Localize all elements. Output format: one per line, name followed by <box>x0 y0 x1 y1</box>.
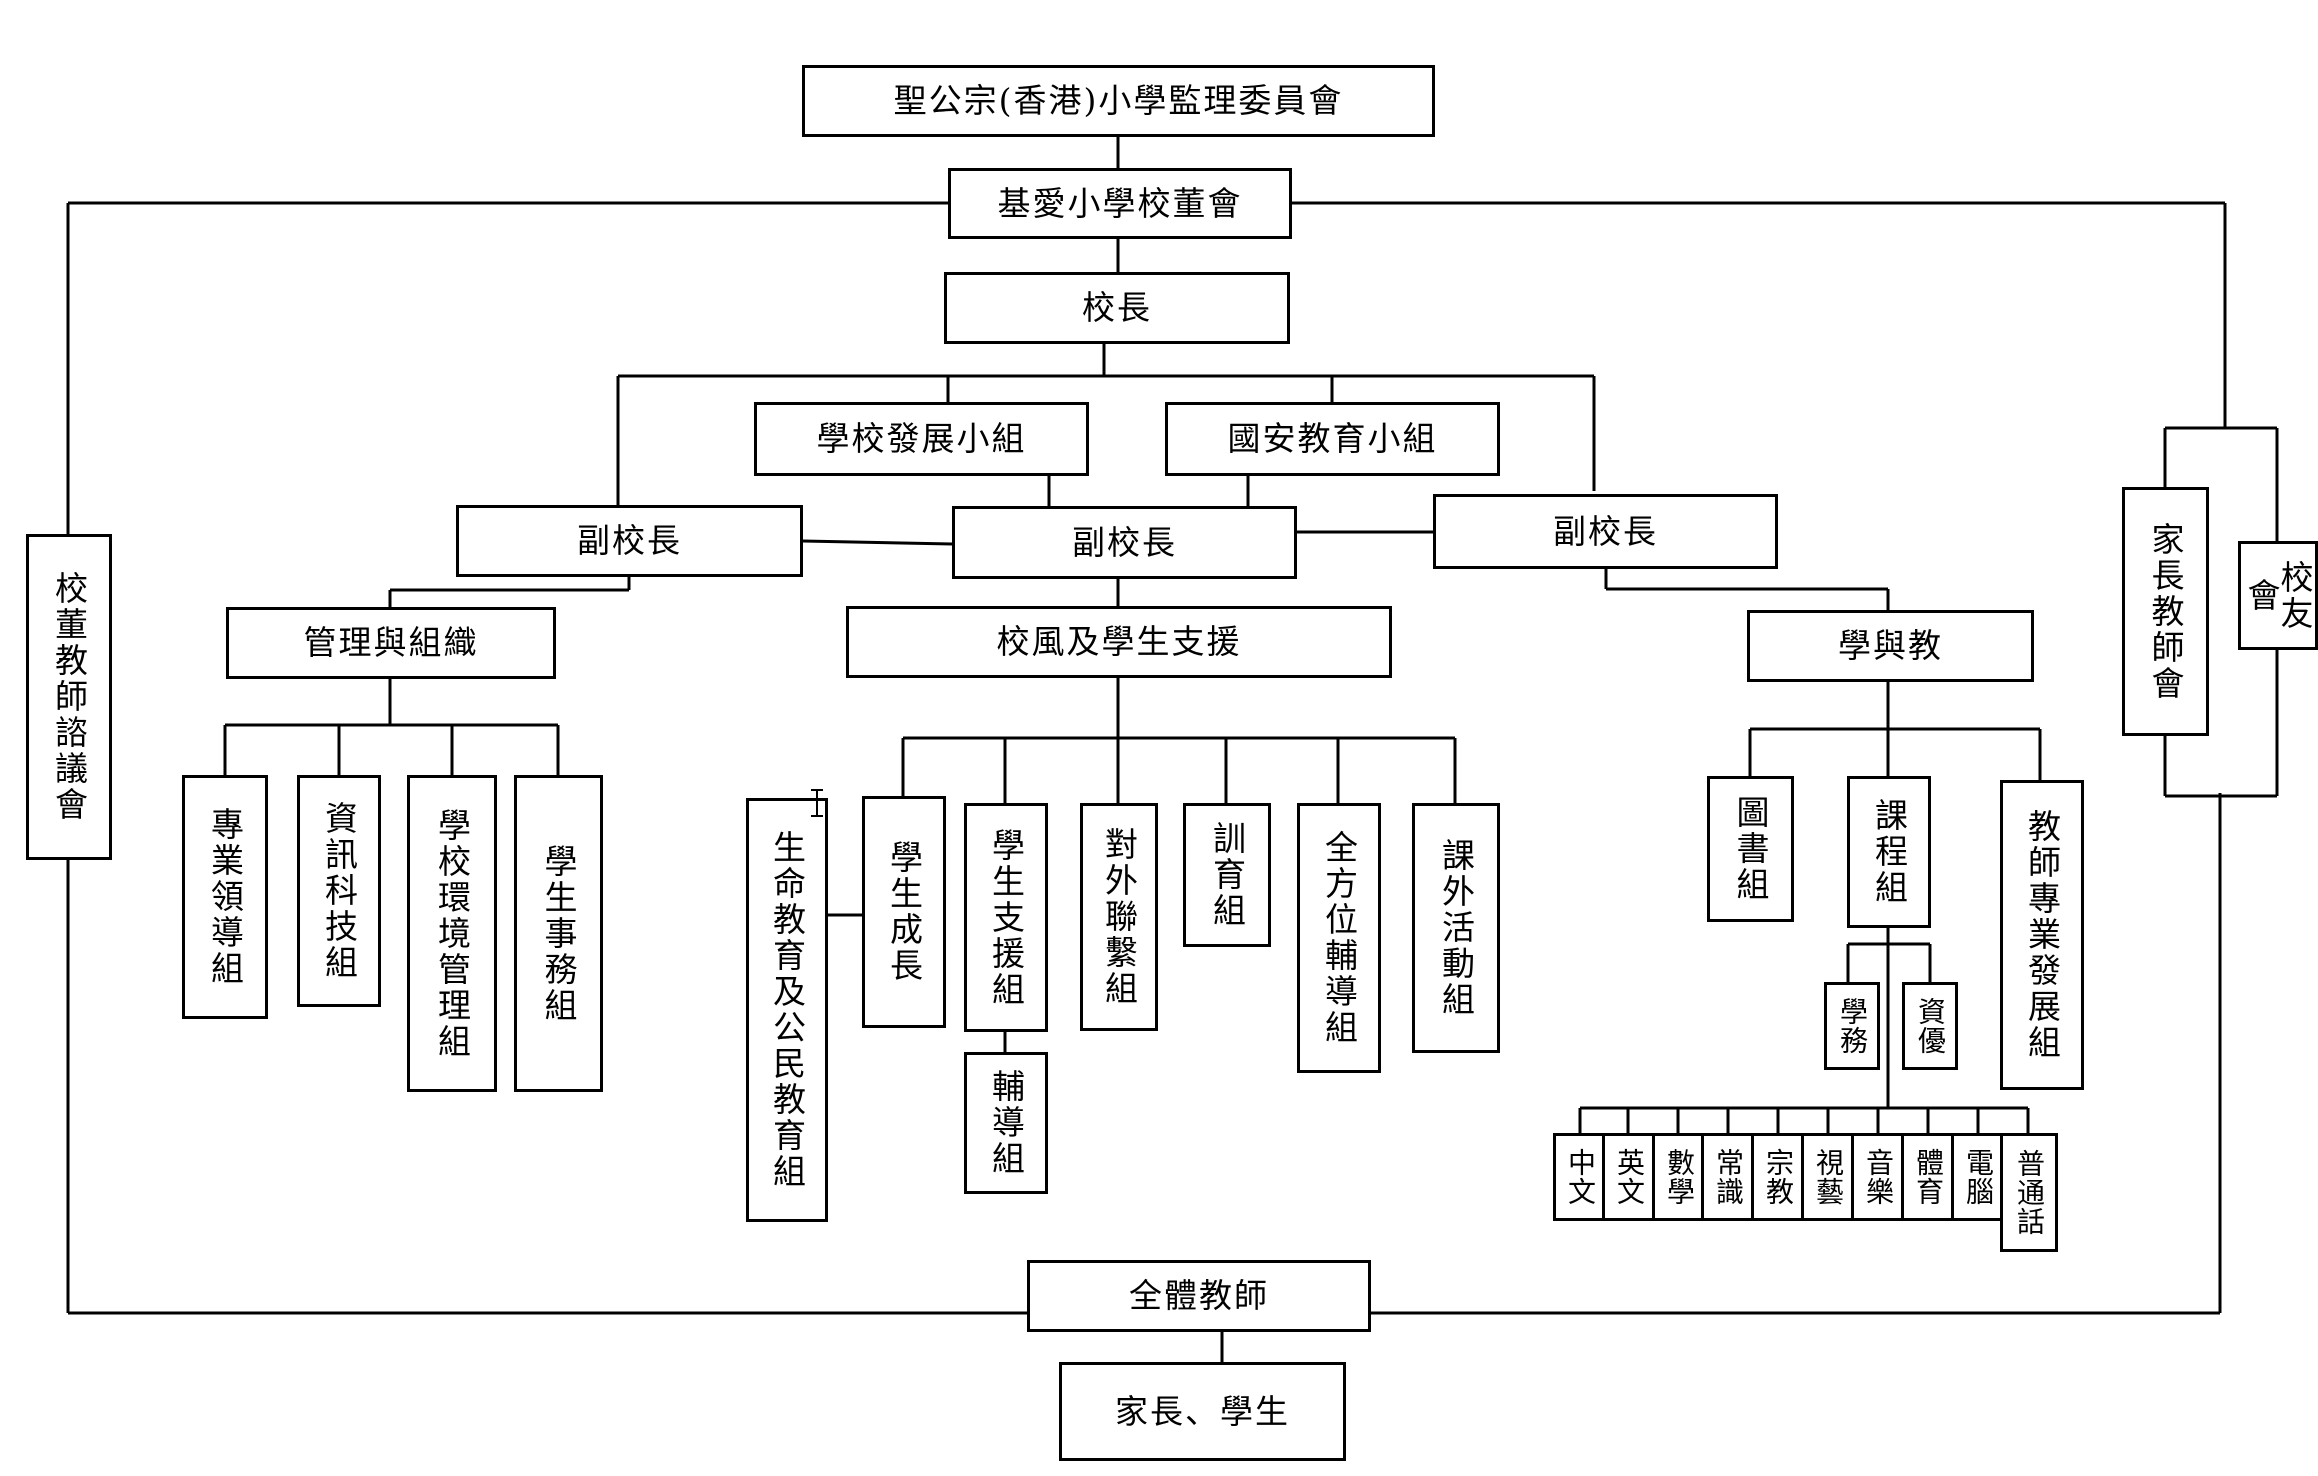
vice-principal-left-box: 副校長 <box>456 505 803 577</box>
teacher-development-group-box: 教師專業發展組 <box>2000 780 2084 1090</box>
student-support-group-box: 學生支援組 <box>964 803 1048 1032</box>
ethos-division-box: 校風及學生支援 <box>846 606 1392 678</box>
teaching-division-box: 學與教 <box>1747 610 2034 682</box>
discipline-group-box: 訓育組 <box>1183 803 1271 947</box>
parents-students-box: 家長、學生 <box>1059 1362 1346 1461</box>
life-education-group-box: 生命教育及公民教育組 <box>746 798 828 1222</box>
subject-box: 音樂 <box>1851 1133 1905 1221</box>
national-security-group-box: 國安教育小組 <box>1165 402 1500 476</box>
pta-box: 家長教師會 <box>2122 487 2209 736</box>
external-relations-group-box: 對外聯繫組 <box>1080 803 1158 1031</box>
subject-box: 常識 <box>1701 1133 1755 1221</box>
library-group-box: 圖書組 <box>1707 776 1794 922</box>
school-board-box: 基愛小學校董會 <box>948 168 1292 239</box>
management-division-box: 管理與組織 <box>226 607 556 679</box>
management-group-box: 專業領導組 <box>182 775 268 1019</box>
extracurricular-group-box: 課外活動組 <box>1412 803 1500 1053</box>
subject-box: 體育 <box>1901 1133 1955 1221</box>
guidance-group-box: 全方位輔導組 <box>1297 803 1381 1073</box>
subject-box: 電腦 <box>1951 1133 2005 1221</box>
subject-box: 視藝 <box>1801 1133 1855 1221</box>
curriculum-group-box: 課程組 <box>1847 776 1931 928</box>
alumni-box: 校友會 <box>2238 541 2318 650</box>
all-teachers-box: 全體教師 <box>1027 1260 1371 1332</box>
student-growth-group-box: 學生成長 <box>862 796 946 1028</box>
gifted-box: 資優 <box>1902 982 1958 1070</box>
vice-principal-center-box: 副校長 <box>952 506 1297 579</box>
subject-box: 英文 <box>1602 1133 1656 1221</box>
management-group-box: 學校環境管理組 <box>407 775 497 1092</box>
subject-box: 普通話 <box>2000 1133 2058 1252</box>
subject-box: 中文 <box>1553 1133 1607 1221</box>
text-cursor-icon <box>811 789 823 817</box>
subject-box: 宗教 <box>1751 1133 1805 1221</box>
management-group-box: 資訊科技組 <box>297 775 381 1007</box>
vice-principal-right-box: 副校長 <box>1433 494 1778 569</box>
management-group-box: 學生事務組 <box>514 775 603 1092</box>
subject-box: 數學 <box>1652 1133 1706 1221</box>
supervisory-committee-box: 聖公宗(香港)小學監理委員會 <box>802 65 1435 137</box>
counselling-group-box: 輔導組 <box>964 1052 1048 1194</box>
principal-box: 校長 <box>944 272 1290 344</box>
school-development-group-box: 學校發展小組 <box>754 402 1089 476</box>
academic-affairs-box: 學務 <box>1824 982 1880 1070</box>
board-teacher-council-box: 校董教師諮議會 <box>26 534 112 860</box>
